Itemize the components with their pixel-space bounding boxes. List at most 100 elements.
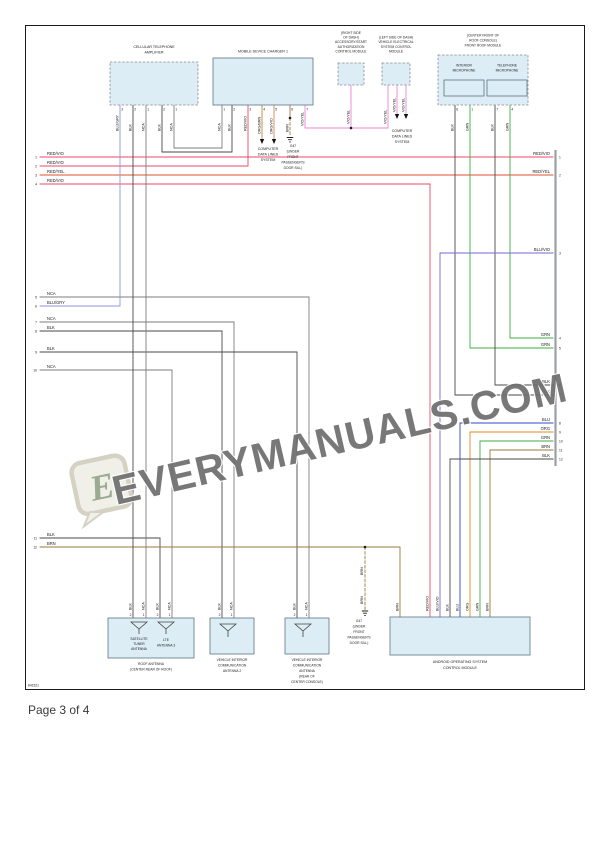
antenna-icon: [129, 621, 149, 634]
antenna-icon: [293, 623, 313, 637]
pin-number: 2: [130, 613, 132, 617]
pin-label: NCA: [305, 602, 309, 610]
pin-number: 7: [496, 108, 498, 112]
pin-label: NCA: [168, 602, 172, 610]
junction-dot: [349, 126, 353, 130]
component-title: SYSTEM CONTROL: [381, 45, 412, 49]
pin-label: VIO/YEL: [384, 110, 388, 124]
pin-number: 2: [157, 613, 159, 617]
label-line: (UNDER: [353, 625, 366, 629]
telephone-microphone-box: [486, 79, 528, 97]
wire-number: 9: [559, 431, 561, 435]
pin-label: RED/VIO: [244, 116, 248, 131]
wire-redvio-2: [39, 104, 249, 167]
pin-label: VIO/YEL: [301, 112, 305, 126]
sheet-id: 841521: [28, 684, 39, 688]
pin-number: 2: [294, 613, 296, 617]
component-title: (LEFT SIDE OF DASH): [379, 36, 413, 40]
pin-label: BLU/VIO: [436, 596, 440, 611]
wire-number: 1: [35, 156, 37, 160]
pin-label: VIO/YEL: [393, 98, 397, 112]
pin-number: 6: [291, 108, 293, 112]
pin-label: NCA: [170, 123, 174, 131]
pin-number: 4: [511, 108, 513, 112]
wire-vioyel-bus: [304, 84, 389, 129]
wire-label: NCA: [47, 291, 56, 296]
component-box: [381, 62, 411, 86]
component-title: COMMUNICATION: [293, 664, 322, 668]
wire-label: BLU/GRY: [47, 300, 65, 305]
satellite-tuner-antenna-label: SATELLITE: [130, 637, 148, 641]
component-box: [337, 62, 365, 86]
pin-label: NCA: [218, 123, 222, 131]
pin-number: 2: [163, 108, 165, 112]
pin-label: VIO/YEL: [402, 98, 406, 112]
wire-blu-8: [459, 422, 554, 618]
wire-number: 2: [559, 174, 561, 178]
satellite-tuner-antenna-label: TUNER: [133, 642, 145, 646]
pin-number: 1: [143, 613, 145, 617]
right-wire-labels: RED/VIO 1 RED/YEL 2 BLU/VIO 3 GRN 4 GRN …: [532, 151, 562, 461]
logo-bubble: [69, 453, 134, 517]
wire-number: 6: [35, 305, 37, 309]
wire-label: ORG: [541, 426, 550, 431]
component-title: (CENTER REAR OF ROOF): [130, 668, 172, 672]
pin-label: BLU: [456, 603, 460, 611]
pin-label: BLK: [158, 123, 162, 131]
pin-number: 7: [306, 108, 308, 112]
wire-label: BRN: [47, 541, 56, 546]
component-title: VEHICLE INTERIOR: [292, 658, 323, 662]
wire-number: 10: [33, 369, 37, 373]
pin-label: BLK: [129, 602, 133, 610]
pin-label: NCA: [142, 123, 146, 131]
pin-label: ORG/BRN: [258, 116, 262, 134]
roof-antenna: SATELLITE TUNER ANTENNA LTE ANTENNA 3 RO…: [107, 602, 195, 672]
label-line: G47: [356, 619, 362, 623]
junction-dot: [363, 545, 367, 549]
pin-label: BRN: [360, 596, 364, 604]
wire-label: GRN: [541, 332, 550, 337]
wire-label: RED/VIO: [47, 178, 64, 183]
diagram-frame: [25, 25, 585, 690]
interior-microphone-box: [443, 79, 485, 97]
pin-label: GRN: [506, 122, 510, 131]
pin-label: BLK: [491, 123, 495, 131]
wire-label: BLK: [542, 389, 550, 394]
cellular-telephone-amplifier: CELLULAR TELEPHONE AMPLIFIER 3 BLU/GRY 2…: [109, 45, 199, 131]
watermark-logo-icon: E: [69, 453, 134, 530]
component-title: ANTENNA 2: [223, 669, 241, 673]
satellite-tuner-antenna-label: ANTENNA: [131, 647, 148, 651]
wire-label: RED/VIO: [47, 151, 64, 156]
component-box: [109, 61, 199, 106]
junction-dot: [288, 116, 292, 120]
wire-blugry-6: [39, 104, 121, 307]
component-title: AUTHORIZATION: [338, 45, 365, 49]
label-line: DOOR SILL): [284, 166, 303, 170]
pin-number: 6: [456, 108, 458, 112]
wire-mic-grn-5: [469, 95, 554, 349]
pin-number: 3: [249, 108, 251, 112]
component-title: (RIGHT SIDE: [341, 31, 362, 35]
wire-brn-12: [39, 546, 401, 618]
pin-number: 1: [147, 108, 149, 112]
wire-label: NCA: [47, 316, 56, 321]
label-line: PASSENGER'S: [281, 161, 305, 165]
component-title: ACCESSORY/START: [335, 40, 367, 44]
pin-label: ORG/VIO: [270, 118, 274, 134]
wire-brn-11: [489, 449, 554, 618]
component-title: ANDROID OPERATING SYSTEM: [433, 660, 487, 664]
wire-amp-charger-blk: [161, 104, 233, 153]
component-title: (REAR OF: [299, 675, 315, 679]
pin-label: NCA: [142, 602, 146, 610]
wire-bluvio-3: [439, 252, 554, 618]
wire-label: RED/VIO: [47, 160, 64, 165]
wire-amp-charger-nca: [173, 104, 223, 149]
wire-nca-7: [39, 321, 235, 619]
label-line: DATA LINES: [392, 135, 413, 139]
pin-label: BLK: [446, 603, 450, 611]
wire-number: 7: [35, 321, 37, 325]
wire-number: 9: [35, 351, 37, 355]
pin-number: 2: [219, 613, 221, 617]
component-box: [209, 617, 255, 655]
